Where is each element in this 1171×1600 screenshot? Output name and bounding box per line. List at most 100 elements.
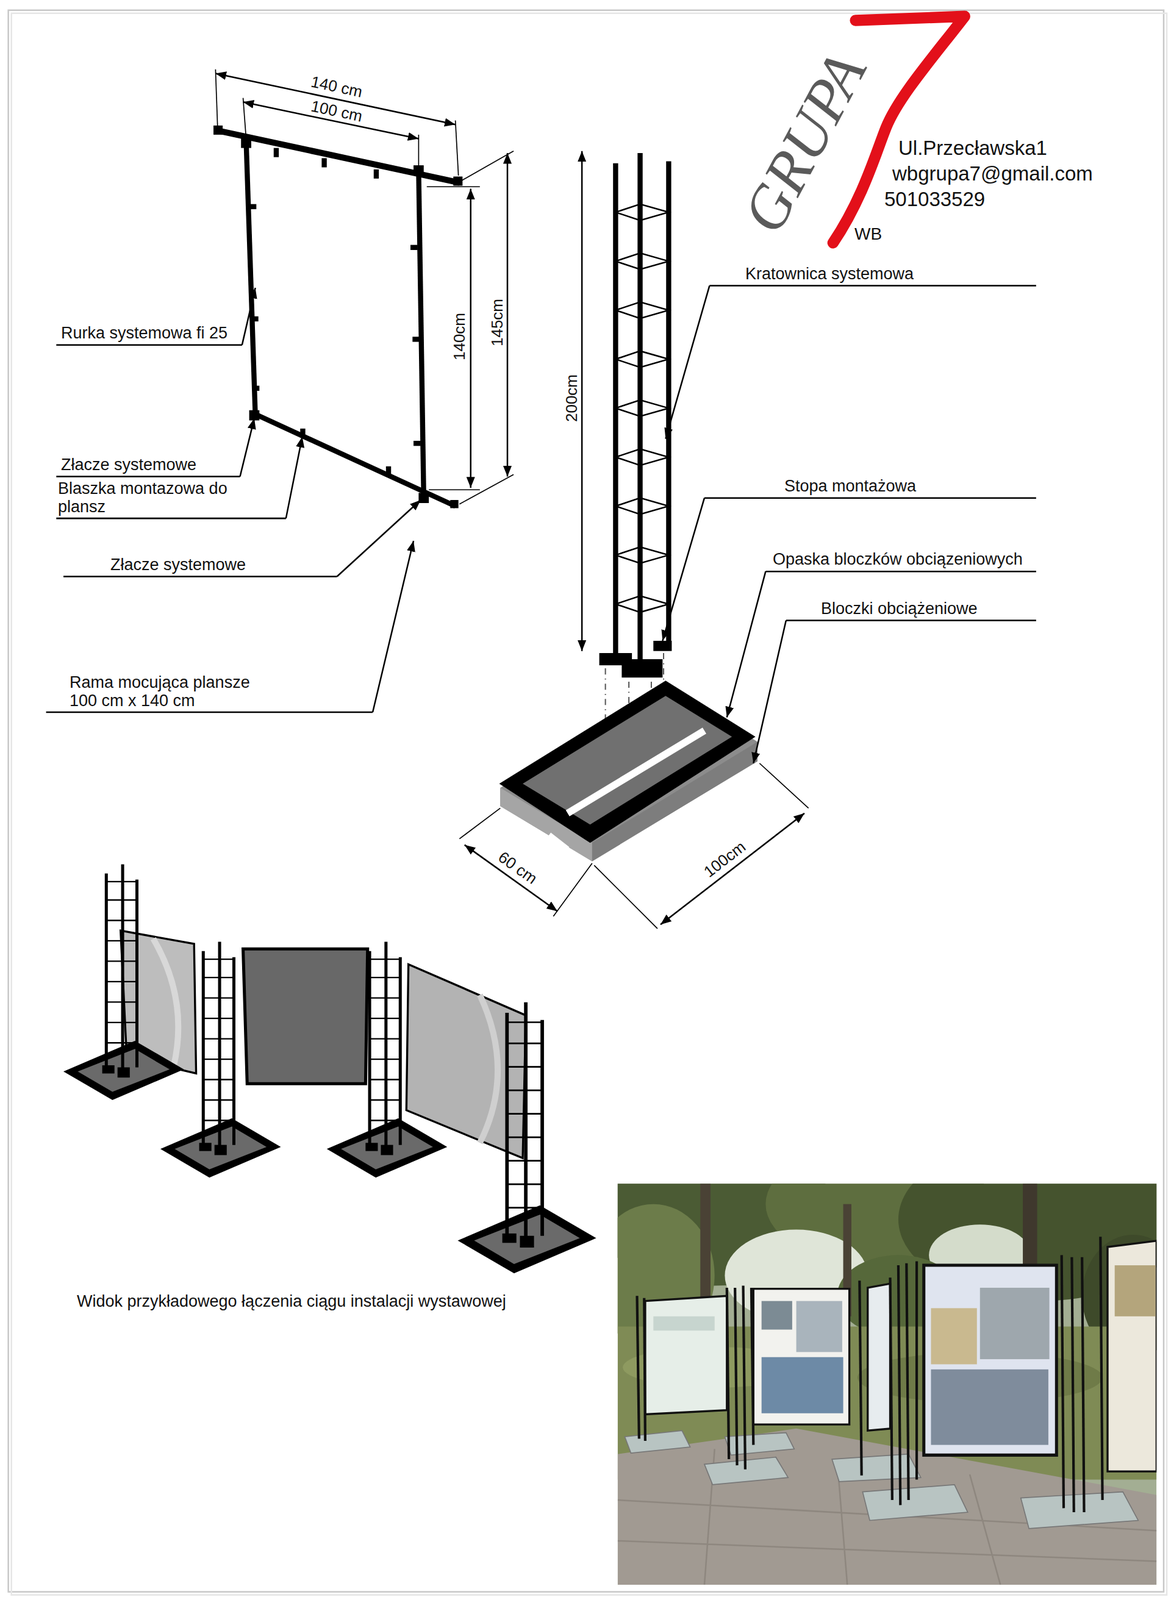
leader-lines xyxy=(242,287,256,346)
weight-base xyxy=(522,695,732,825)
photo xyxy=(761,1301,793,1331)
frame-joints xyxy=(410,245,418,251)
photo xyxy=(862,1485,968,1522)
dimension-lines xyxy=(469,189,472,488)
drawing xyxy=(160,942,281,1179)
frame-joints xyxy=(453,176,463,187)
logo-text: GRUPA xyxy=(732,43,877,243)
photo xyxy=(1107,1241,1157,1472)
drawing xyxy=(326,942,448,1179)
dimension-lines xyxy=(215,73,455,125)
leader-lines xyxy=(372,540,414,713)
photo xyxy=(867,1283,891,1431)
drawing xyxy=(457,1002,596,1275)
dimension-lines xyxy=(215,69,514,505)
leader-lines xyxy=(786,619,1037,622)
dimension-lines xyxy=(594,865,658,929)
leader-lines xyxy=(709,284,1037,287)
leader-lines xyxy=(240,418,255,477)
frame-joints xyxy=(300,428,305,438)
frame-drawing xyxy=(217,130,460,183)
address-text: wbgrupa7@gmail.com xyxy=(892,162,1093,186)
leader-lines xyxy=(753,620,787,763)
photo xyxy=(1061,1255,1064,1509)
photo xyxy=(1100,1236,1103,1501)
leader-lines xyxy=(46,711,374,714)
leader-lines xyxy=(662,498,705,642)
photo xyxy=(653,1316,715,1331)
photo xyxy=(637,1296,640,1439)
photo xyxy=(898,1265,901,1506)
caption-text: Widok przykładowego łączenia ciągu insta… xyxy=(76,1292,507,1312)
dimension-lines xyxy=(459,808,501,839)
mounting-feet xyxy=(599,641,673,678)
photo xyxy=(796,1301,843,1353)
page-frame xyxy=(8,10,1164,1593)
panel xyxy=(120,930,526,1159)
photo xyxy=(980,1288,1050,1360)
photo xyxy=(761,1357,844,1414)
dimension-label: 200cm xyxy=(563,374,580,423)
leader-lines xyxy=(665,286,710,440)
mounting-feet xyxy=(653,641,672,652)
photo xyxy=(930,1308,977,1365)
mounting-feet xyxy=(621,659,663,678)
part-label: Bloczki obciążeniowe xyxy=(820,599,978,619)
drawing xyxy=(63,864,184,1101)
photo xyxy=(624,1430,690,1454)
dimension-lines xyxy=(461,151,514,182)
photo xyxy=(724,1433,795,1456)
panel xyxy=(479,995,498,1144)
photo xyxy=(751,1288,754,1446)
part-label: Złacze systemowe xyxy=(110,555,246,575)
photo xyxy=(1114,1265,1156,1317)
truss xyxy=(666,161,671,649)
frame-joints xyxy=(413,440,421,446)
frame-joints xyxy=(386,466,391,476)
weight-base xyxy=(499,680,756,843)
frame-joints xyxy=(321,157,327,168)
dimension-lines xyxy=(553,863,593,917)
dimension-lines xyxy=(464,845,558,912)
photo xyxy=(890,1277,893,1501)
frame-joints xyxy=(251,316,259,322)
dimension-label: 140 cm xyxy=(309,73,365,100)
leader-lines xyxy=(56,343,243,346)
weight-base xyxy=(499,680,758,862)
part-label: Złacze systemowe xyxy=(60,455,197,475)
dimension-lines xyxy=(759,763,809,809)
photo xyxy=(726,1288,729,1460)
address-text: Ul.Przecławska1 xyxy=(898,136,1048,160)
frame-joints xyxy=(252,386,260,391)
photo xyxy=(906,1263,909,1501)
frame-joints xyxy=(213,125,463,509)
part-label: Blaszka montazowa do plansz xyxy=(57,479,252,516)
frame-joints xyxy=(273,148,279,158)
frame-joints xyxy=(213,125,223,135)
photo xyxy=(1081,1257,1084,1513)
dimension-lines xyxy=(459,763,809,929)
frame-drawing xyxy=(217,130,460,507)
photo xyxy=(923,1265,1057,1456)
dimension-lines xyxy=(426,186,480,188)
dimension-label: 60 cm xyxy=(495,848,541,887)
frame-drawing xyxy=(418,170,424,498)
frame-joints xyxy=(412,336,420,342)
dimension-line xyxy=(581,151,584,652)
dimension-label: 145cm xyxy=(489,298,505,347)
dimension-label: 140cm xyxy=(451,312,468,361)
photo xyxy=(617,1183,1157,1586)
part-label: Stopa montażowa xyxy=(784,476,917,496)
frame-drawing xyxy=(246,140,256,416)
dimension-label: 100 cm xyxy=(309,97,365,124)
photo xyxy=(617,1204,715,1348)
leader-lines xyxy=(765,570,1036,573)
panel xyxy=(153,939,179,1067)
leader-lines xyxy=(56,517,287,520)
truss xyxy=(637,153,643,672)
frame-joints xyxy=(373,169,379,179)
leader-lines xyxy=(286,436,303,519)
page-shadow xyxy=(11,13,1167,1596)
